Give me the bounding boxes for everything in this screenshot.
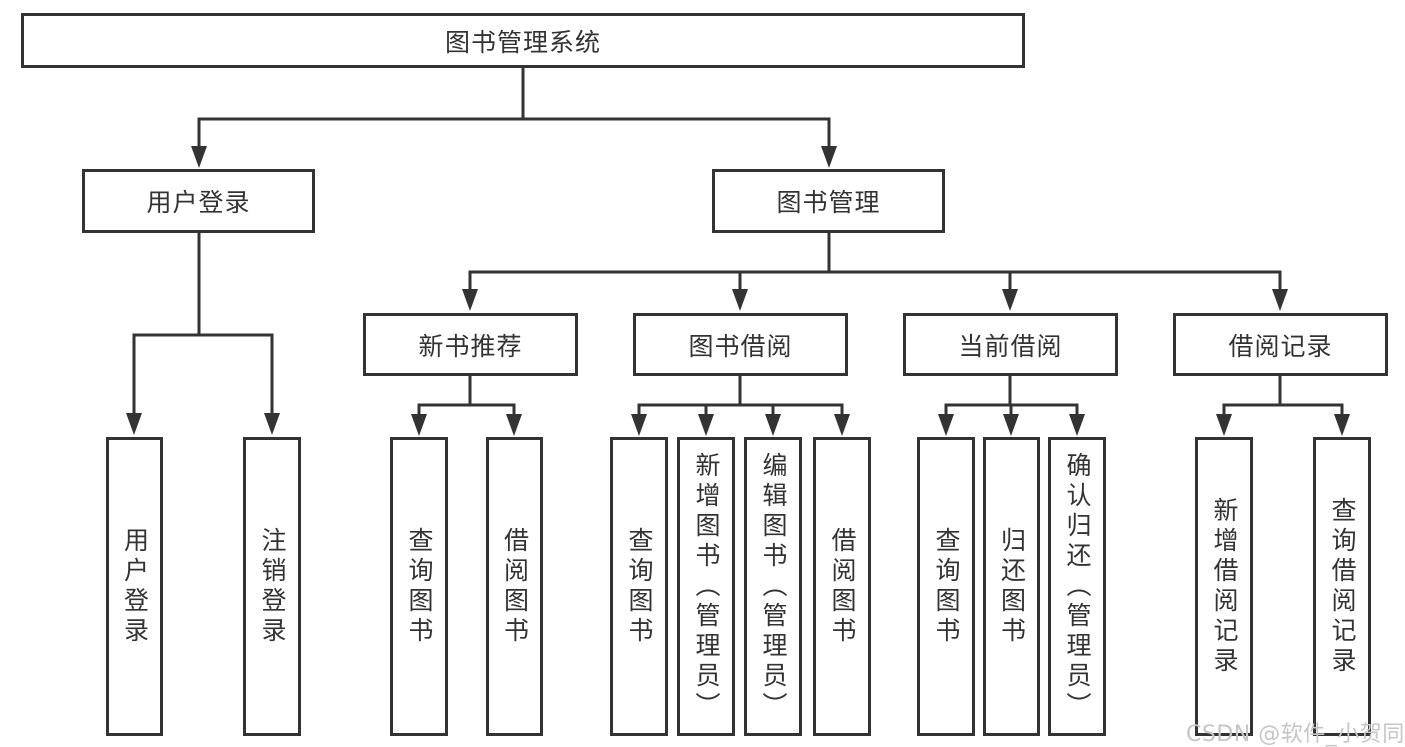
leaf-add-borrow-record: 新增借阅记录 — [1195, 437, 1253, 736]
leaf-query-books-1: 查询图书 — [390, 437, 448, 736]
leaf-edit-book-admin: 编辑图书（管理员） — [744, 437, 802, 736]
node-current-borrow: 当前借阅 — [903, 313, 1118, 376]
node-new-book-recommend: 新书推荐 — [363, 313, 578, 376]
leaf-query-books-2: 查询图书 — [610, 437, 668, 736]
leaf-query-books-3: 查询图书 — [917, 437, 975, 736]
node-book-management: 图书管理 — [712, 169, 945, 233]
node-book-borrow: 图书借阅 — [633, 313, 848, 376]
leaf-query-borrow-record: 查询借阅记录 — [1313, 437, 1371, 736]
csdn-watermark: CSDN @软件_小贺同学 — [1186, 722, 1405, 747]
leaf-borrow-books-2: 借阅图书 — [813, 437, 871, 736]
node-borrow-records: 借阅记录 — [1173, 313, 1388, 376]
leaf-user-login: 用户登录 — [106, 437, 163, 736]
leaf-confirm-return-admin: 确认归还（管理员） — [1048, 437, 1106, 736]
node-library-system: 图书管理系统 — [21, 13, 1025, 68]
node-user-login: 用户登录 — [82, 169, 315, 233]
leaf-borrow-books-1: 借阅图书 — [486, 437, 543, 736]
leaf-add-book-admin: 新增图书（管理员） — [677, 437, 735, 736]
leaf-return-book: 归还图书 — [983, 437, 1040, 736]
leaf-logout-login: 注销登录 — [243, 437, 301, 736]
